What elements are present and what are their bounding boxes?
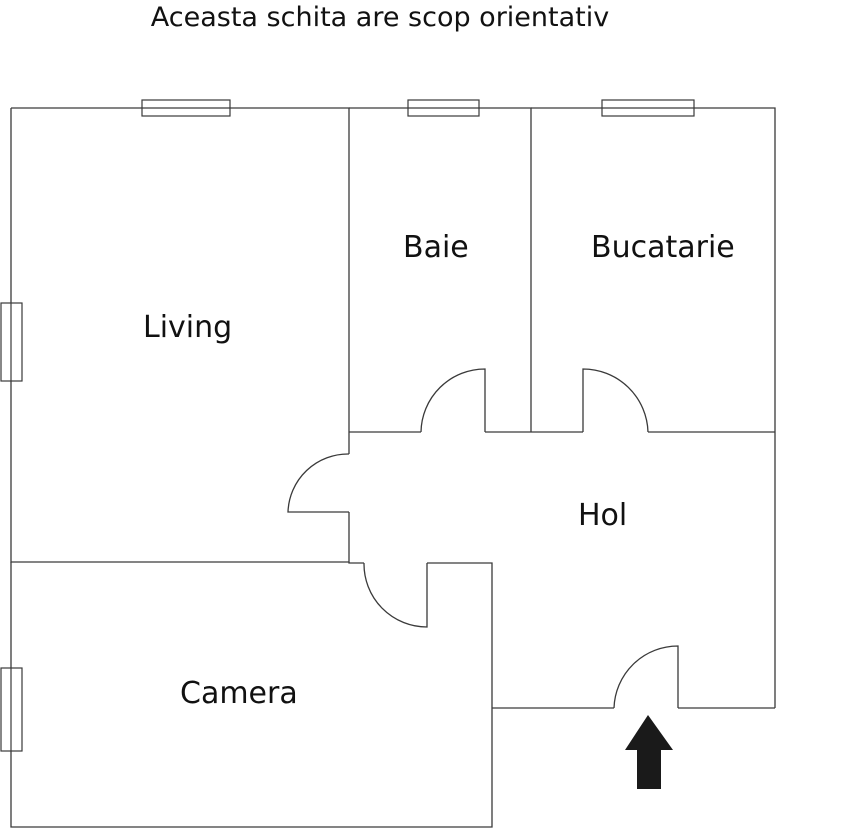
door-entrance [613,645,679,709]
room-label-camera: Camera [180,676,298,711]
door-camera [363,562,428,628]
bucatarie-walls [531,107,776,708]
baie-walls [349,107,532,433]
windows [0,99,695,752]
door-bucatarie [582,368,649,433]
up-arrow-icon [625,715,673,789]
door-baie [420,368,486,433]
room-label-living: Living [143,310,233,345]
room-label-hol: Hol [578,498,628,533]
door-living [287,453,350,513]
walls [10,107,776,828]
room-label-bucatarie: Bucatarie [591,230,735,265]
doors [287,368,679,709]
room-label-baie: Baie [403,230,469,265]
plan-title: Aceasta schita are scop orientativ [150,2,610,33]
